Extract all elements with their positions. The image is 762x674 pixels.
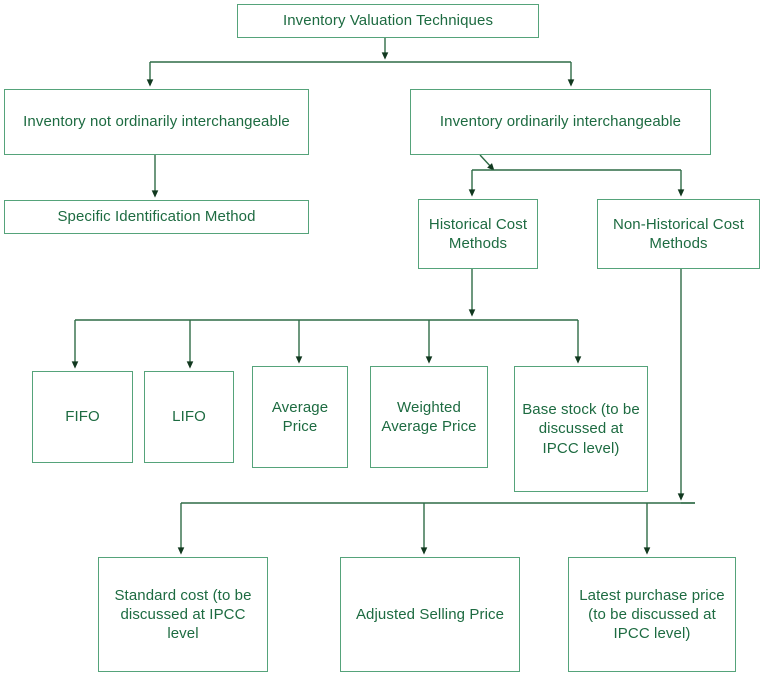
node-label: FIFO (65, 408, 100, 426)
node-label: Historical Cost Methods (428, 215, 528, 252)
node-standard-cost[interactable]: Standard cost (to be discussed at IPCC l… (98, 557, 268, 672)
node-non-historical-cost-methods[interactable]: Non-Historical Cost Methods (597, 199, 760, 269)
node-label: Latest purchase price (to be discussed a… (579, 586, 725, 643)
node-inventory-valuation-techniques[interactable]: Inventory Valuation Techniques (237, 4, 539, 38)
node-latest-purchase-price[interactable]: Latest purchase price (to be discussed a… (568, 557, 736, 672)
node-inventory-ordinarily-interchangeable[interactable]: Inventory ordinarily interchangeable (410, 89, 711, 155)
node-lifo[interactable]: LIFO (144, 371, 234, 463)
node-base-stock[interactable]: Base stock (to be discussed at IPCC leve… (514, 366, 648, 492)
node-adjusted-selling-price[interactable]: Adjusted Selling Price (340, 557, 520, 672)
node-label: Adjusted Selling Price (355, 605, 505, 623)
node-historical-cost-methods[interactable]: Historical Cost Methods (418, 199, 538, 269)
node-label: Inventory ordinarily interchangeable (439, 113, 682, 131)
node-weighted-average-price[interactable]: Weighted Average Price (370, 366, 488, 468)
node-label: LIFO (172, 408, 206, 426)
node-label: Base stock (to be discussed at IPCC leve… (522, 401, 640, 457)
node-label: Inventory Valuation Techniques (282, 12, 494, 30)
node-label: Non-Historical Cost Methods (612, 215, 745, 252)
node-fifo[interactable]: FIFO (32, 371, 133, 463)
node-inventory-not-ordinarily-interchangeable[interactable]: Inventory not ordinarily interchangeable (4, 89, 309, 155)
edge-interchangeable-to-bus2 (479, 154, 495, 171)
node-label: Average Price (271, 398, 329, 435)
node-label: Standard cost (to be discussed at IPCC l… (114, 586, 252, 643)
node-average-price[interactable]: Average Price (252, 366, 348, 468)
node-label: Inventory not ordinarily interchangeable (23, 113, 290, 131)
node-label: Weighted Average Price (381, 398, 477, 435)
node-specific-identification-method[interactable]: Specific Identification Method (4, 200, 309, 234)
node-label: Specific Identification Method (57, 208, 256, 226)
